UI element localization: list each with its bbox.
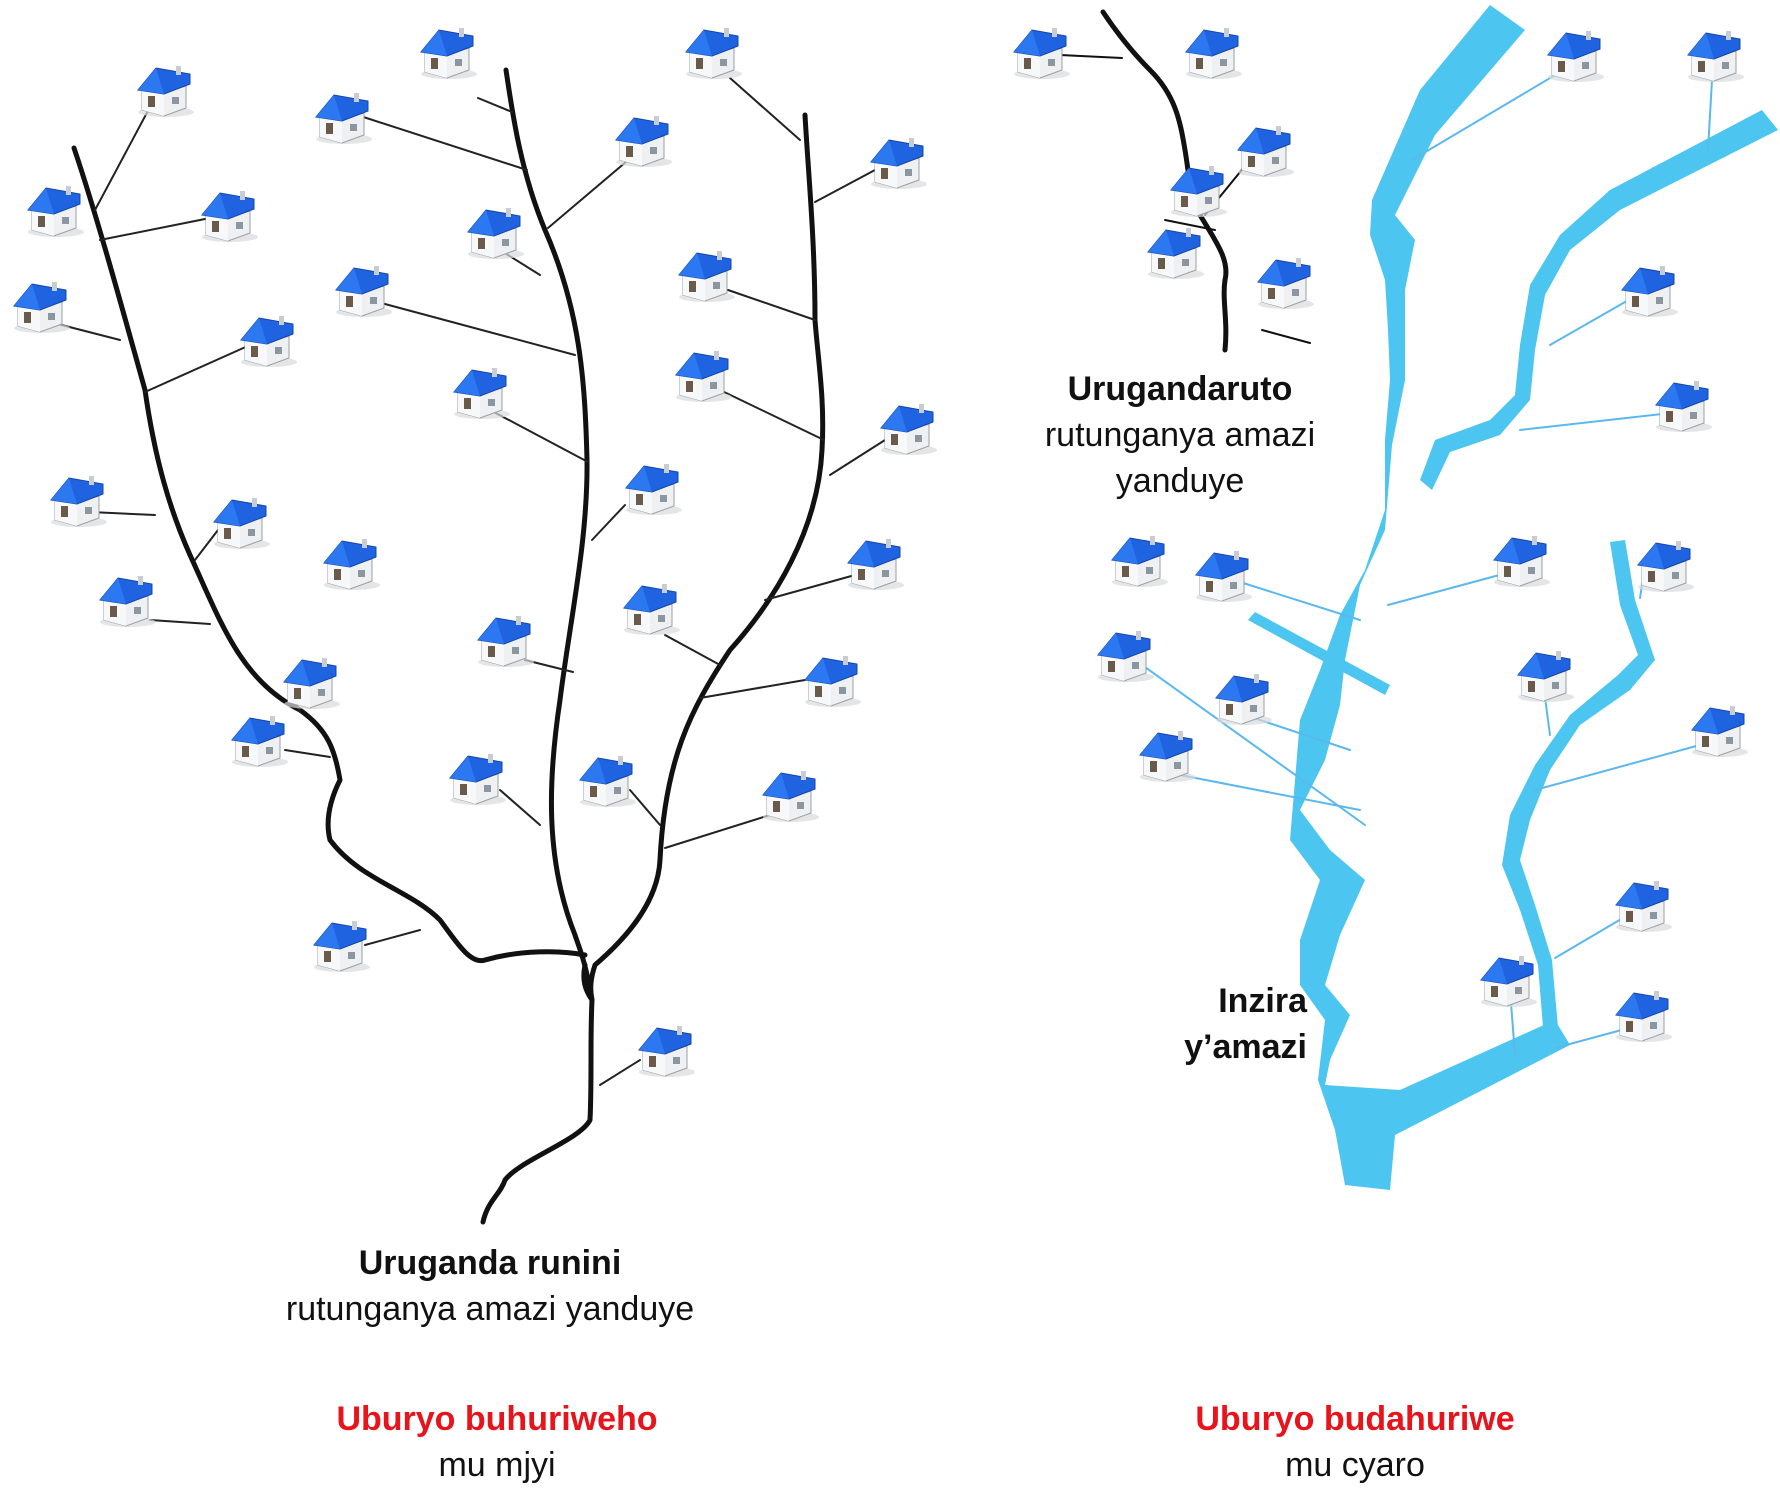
sewer-laterals	[49, 77, 886, 1086]
river-channel	[1248, 5, 1778, 1190]
house-icon	[625, 463, 683, 516]
house-icon	[1111, 535, 1169, 588]
house-icon	[1097, 630, 1155, 683]
river-main	[1290, 5, 1570, 1190]
decentralized-system-title: Uburyo budahuriwe	[1195, 1400, 1515, 1438]
house-icon	[1687, 30, 1745, 83]
house-icon	[467, 207, 525, 260]
large-plant-subtitle: rutunganya amazi yanduye	[285, 1290, 695, 1328]
small-plant-title: Urugandaruto	[1067, 370, 1293, 408]
house-icon	[315, 92, 373, 145]
house-icon	[477, 615, 535, 668]
house-icon	[1691, 705, 1749, 758]
small-plant-subtitle-1: rutunganya amazi	[1044, 416, 1316, 454]
water-channel-title-2: y’amazi	[1184, 1028, 1307, 1066]
house-icon	[27, 185, 85, 238]
house-icon	[1480, 955, 1538, 1008]
decentralized-system-caption: Uburyo budahuriwe mu cyaro	[1195, 1396, 1514, 1488]
house-icon	[804, 655, 862, 708]
house-icon	[678, 250, 736, 303]
sewer-right-trunk	[588, 112, 826, 1003]
house-icon	[1517, 650, 1575, 703]
house-icon	[99, 575, 157, 628]
house-icon	[1237, 125, 1295, 178]
sewer-main-trunk	[480, 962, 595, 1225]
house-icon	[323, 538, 381, 591]
small-plant-subtitle-2: yanduye	[1115, 462, 1245, 500]
city-houses	[13, 27, 938, 1078]
house-icon	[623, 583, 681, 636]
small-plant-label: Urugandaruto rutunganya amazi yanduye	[1045, 366, 1315, 504]
village-pipes	[1137, 64, 1713, 1056]
house-icon	[1257, 257, 1315, 310]
house-icon	[1170, 165, 1228, 218]
house-icon	[201, 190, 259, 243]
house-icon	[137, 65, 195, 118]
house-icon	[213, 497, 271, 550]
house-icon	[240, 315, 298, 368]
house-icon	[283, 657, 341, 710]
house-icon	[847, 538, 905, 591]
house-icon	[1621, 265, 1679, 318]
house-icon	[449, 753, 507, 806]
water-channel-label: Inzira y’amazi	[1184, 978, 1307, 1070]
house-icon	[685, 27, 743, 80]
house-icon	[1215, 673, 1273, 726]
house-icon	[1185, 27, 1243, 80]
large-plant-label: Uruganda runini rutunganya amazi yanduye	[286, 1240, 694, 1332]
house-icon	[1147, 227, 1205, 280]
river-tributary-1	[1420, 110, 1778, 490]
house-icon	[1655, 380, 1713, 433]
house-icon	[1195, 550, 1253, 603]
river-side-channel	[1248, 612, 1390, 695]
sewer-center-trunk	[503, 67, 595, 1003]
water-channel-title-1: Inzira	[1218, 982, 1307, 1020]
house-icon	[1615, 990, 1673, 1043]
house-icon	[579, 755, 637, 808]
house-icon	[762, 770, 820, 823]
centralized-system-title: Uburyo buhuriweho	[336, 1400, 658, 1438]
house-icon	[313, 920, 371, 973]
house-icon	[1139, 730, 1197, 783]
centralized-system-caption: Uburyo buhuriweho mu mjyi	[336, 1396, 657, 1488]
large-plant-title: Uruganda runini	[358, 1244, 622, 1282]
house-icon	[1615, 880, 1673, 933]
house-icon	[675, 350, 733, 403]
house-icon	[335, 265, 393, 318]
sewer-network	[71, 67, 826, 1225]
decentralized-system-subtitle: mu cyaro	[1285, 1446, 1425, 1484]
house-icon	[453, 367, 511, 420]
house-icon	[638, 1025, 696, 1078]
centralized-system-subtitle: mu mjyi	[438, 1446, 556, 1484]
house-icon	[870, 137, 928, 190]
house-icon	[50, 475, 108, 528]
house-icon	[13, 281, 71, 334]
house-icon	[1493, 535, 1551, 588]
sewer-left-trunk	[71, 145, 588, 964]
house-icon	[1547, 30, 1605, 83]
house-icon	[1013, 27, 1071, 80]
house-icon	[420, 27, 478, 80]
house-icon	[880, 403, 938, 456]
house-icon	[615, 115, 673, 168]
river-tributary-2	[1502, 540, 1655, 1052]
house-icon	[1637, 540, 1695, 593]
house-icon	[231, 715, 289, 768]
